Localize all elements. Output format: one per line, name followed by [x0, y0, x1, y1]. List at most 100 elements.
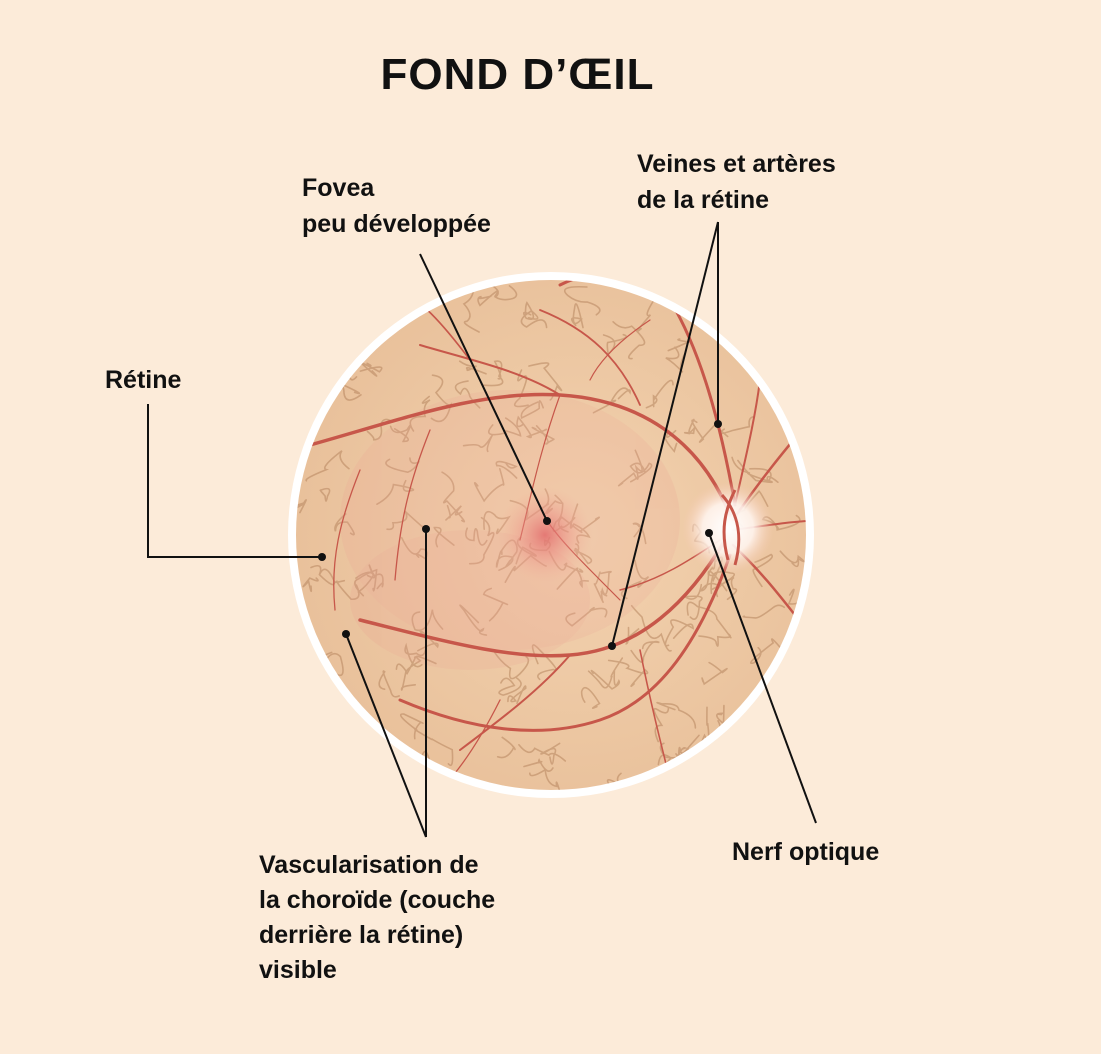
- label-choroide-line: derrière la rétine): [259, 921, 464, 949]
- choroid-squiggle: [465, 527, 488, 546]
- choroid-squiggle: [723, 762, 753, 790]
- choroid-squiggle: [742, 604, 786, 619]
- choroid-squiggle: [648, 772, 673, 790]
- choroid-squiggle: [354, 568, 378, 597]
- choroid-squiggle: [645, 379, 674, 409]
- choroid-squiggle: [765, 283, 803, 328]
- choroid-squiggle: [445, 504, 463, 521]
- choroid-squiggle: [758, 295, 776, 310]
- nerf-dot: [705, 529, 713, 537]
- choroid-squiggle: [653, 707, 670, 743]
- choroid-squiggle: [459, 604, 488, 636]
- choroid-squiggle: [716, 704, 725, 726]
- choroid-squiggle: [665, 346, 686, 373]
- label-veines: Veines et artères de la rétine: [637, 146, 836, 218]
- choroide-dot-1: [422, 525, 430, 533]
- choroid-squiggle: [302, 577, 319, 593]
- choroid-squiggle: [682, 583, 703, 620]
- label-choroide-line: Vascularisation de: [259, 851, 479, 879]
- choroid-squiggle: [737, 459, 779, 484]
- choroid-squiggle: [493, 650, 530, 680]
- choroid-squiggle: [520, 400, 544, 420]
- leader-dots: [318, 420, 722, 650]
- veines-dot-1: [714, 420, 722, 428]
- choroid-squiggle: [686, 601, 732, 639]
- choroid-squiggle: [488, 417, 522, 437]
- choroid-squiggle: [629, 462, 653, 483]
- choroid-squiggle: [334, 579, 360, 601]
- choroid-squiggle: [531, 644, 557, 681]
- choroid-squiggle: [310, 564, 336, 586]
- choroid-squiggle: [404, 642, 427, 668]
- diagram-title: FOND D’ŒIL: [380, 50, 655, 99]
- choroid-squiggle: [380, 280, 404, 320]
- choroid-squiggle: [296, 368, 307, 397]
- choroid-squiggle: [359, 361, 383, 377]
- choroide-dot-2: [342, 630, 350, 638]
- choroid-squiggle: [565, 606, 608, 627]
- optic-disc-vessels: [720, 489, 741, 566]
- choroid-squiggle: [791, 347, 806, 372]
- label-choroide-line: la choroïde (couche: [259, 886, 496, 914]
- fovea-dot: [543, 517, 551, 525]
- choroid-squiggle: [319, 487, 331, 502]
- choroid-squiggle: [334, 513, 355, 536]
- choroid-squiggle: [477, 290, 499, 307]
- label-retine: Rétine: [105, 362, 181, 398]
- choroid-squiggle: [749, 638, 794, 665]
- choroid-squiggle: [593, 571, 604, 604]
- choroid-squiggle: [778, 280, 791, 311]
- choroid-squiggle: [468, 516, 495, 565]
- choroid-squiggle: [786, 675, 806, 697]
- retine-leader: [147, 404, 322, 558]
- fundus: [288, 272, 814, 798]
- choroid-squiggle: [600, 570, 612, 597]
- choroid-squiggle: [789, 388, 806, 408]
- choroid-squiggle: [395, 663, 416, 691]
- choroid-squiggle: [346, 749, 378, 764]
- choroid-squiggle: [462, 288, 480, 333]
- choroid-squiggle: [337, 743, 373, 770]
- choroid-squiggle: [498, 677, 522, 696]
- choroid-squiggle: [522, 301, 535, 320]
- choroid-squiggle: [592, 387, 631, 414]
- choroid-squiggle: [507, 685, 527, 705]
- label-veines-line: de la rétine: [637, 186, 769, 214]
- choroid-squiggle: [528, 768, 563, 790]
- choroid-squiggle: [539, 742, 561, 765]
- choroid-squiggle: [630, 604, 672, 652]
- choroide-leader-2: [345, 633, 427, 838]
- choroid-squiggle: [433, 526, 455, 548]
- choroid-squiggle: [385, 457, 421, 474]
- choroid-squiggle: [462, 434, 494, 453]
- choroid-squiggle: [523, 758, 554, 772]
- choroid-squiggle: [775, 389, 792, 403]
- choroid-squiggle: [630, 640, 660, 663]
- choroid-squiggle: [495, 460, 518, 479]
- choroid-squiggle: [580, 686, 601, 709]
- choroid-squiggle: [350, 738, 363, 761]
- leader-lines: [147, 221, 817, 838]
- optic-disc: [682, 482, 774, 574]
- choroid-squiggle: [342, 737, 375, 755]
- choroid-squiggle: [441, 471, 466, 523]
- choroid-squiggle: [364, 280, 383, 303]
- choroid-squiggle: [305, 450, 350, 482]
- choroid-squiggle: [386, 510, 424, 531]
- choroid-squiggle: [531, 425, 555, 445]
- label-choroide: Vascularisation de la choroïde (couche d…: [259, 848, 495, 988]
- choroid-squiggle: [749, 280, 767, 286]
- choroid-squiggle: [656, 701, 697, 729]
- choroid-squiggle: [590, 669, 621, 690]
- choroid-squiggle: [354, 772, 380, 786]
- nerf-leader: [708, 532, 817, 824]
- choroid-squiggle: [405, 655, 437, 675]
- choroid-squiggle: [400, 713, 424, 740]
- label-choroide-line: visible: [259, 956, 337, 984]
- choroid-squiggle: [771, 280, 787, 288]
- choroid-squiggle: [357, 564, 376, 593]
- choroid-squiggle: [318, 301, 352, 322]
- veines-dot-2: [608, 642, 616, 650]
- choroid-squiggle: [296, 302, 330, 322]
